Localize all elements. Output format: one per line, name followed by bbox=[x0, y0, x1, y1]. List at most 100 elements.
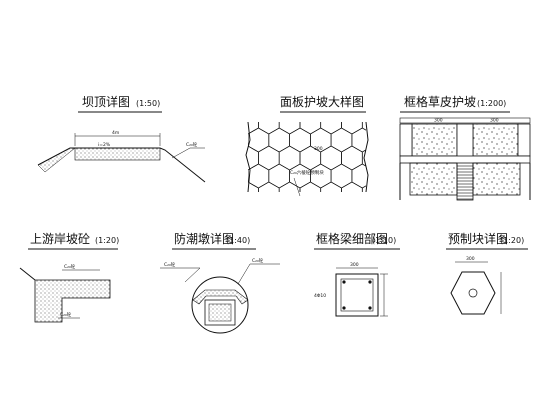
beam-rebar-bl bbox=[342, 306, 346, 310]
grid-grass-panel-upper-right bbox=[472, 123, 519, 157]
dam-crest-width: 4m bbox=[112, 130, 119, 136]
hexagon-cell bbox=[394, 200, 415, 224]
grid-grass-panel-upper-left bbox=[411, 123, 458, 157]
hexagon-cell bbox=[373, 164, 394, 188]
hexagon-cell bbox=[248, 133, 249, 147]
hexagon-cell bbox=[248, 145, 259, 171]
beam-detail-title: 框格梁细部图 bbox=[316, 231, 388, 246]
hexagon-cell bbox=[310, 163, 332, 189]
hexagon-cell bbox=[248, 169, 249, 183]
grid-grass-panel-lower-right bbox=[472, 162, 521, 196]
hexagon-cell bbox=[341, 145, 363, 171]
hexagon-cell bbox=[373, 200, 394, 224]
hexagon-cell bbox=[330, 163, 353, 189]
beam-rebar-tl bbox=[342, 280, 346, 284]
wave-wall-pier-core bbox=[208, 303, 232, 322]
hexagon-cell bbox=[361, 185, 366, 192]
precast-block-title: 预制块详图 bbox=[448, 231, 508, 246]
hexagon-cell bbox=[351, 127, 366, 153]
wave-wall-leader-b bbox=[237, 263, 251, 285]
dam-crest-left-slope bbox=[37, 147, 76, 173]
hexagon-cell bbox=[248, 236, 269, 260]
beam-size: 300 bbox=[350, 262, 359, 268]
hexagon-cell bbox=[258, 218, 279, 242]
hexagon-cell bbox=[217, 110, 238, 134]
grid-grass-panel-lower-left bbox=[409, 162, 458, 196]
hexagon-cell bbox=[279, 218, 300, 242]
hexagon-cell bbox=[268, 163, 290, 189]
grid-grass-title: 框格草皮护坡 bbox=[404, 94, 476, 109]
precast-hexagon bbox=[450, 271, 496, 315]
hexagon-cell bbox=[289, 127, 311, 153]
hexagon-cell bbox=[248, 181, 259, 192]
panel-slope-leader bbox=[293, 177, 301, 197]
upstream-toe-detail: 上游岸坡砼 (1:20) C₂₀砼 C₂₀砼 bbox=[19, 232, 119, 323]
precast-block-size: 300 bbox=[466, 256, 475, 262]
upstream-toe-spec-a: C₂₀砼 bbox=[64, 263, 76, 270]
wave-wall-detail-circle bbox=[191, 276, 249, 334]
hexagon-cell bbox=[320, 181, 342, 192]
hexagon-cell bbox=[310, 200, 331, 224]
hexagon-cell bbox=[383, 182, 404, 206]
grid-grass-mid-beam bbox=[399, 155, 531, 164]
grid-grass-dim-a: 300 bbox=[434, 118, 443, 124]
hexagon-cell bbox=[269, 200, 290, 224]
dam-crest-side-spec: C₂₀砼 bbox=[186, 141, 198, 148]
panel-slope-spec: C₂₀六棱砼预制块 bbox=[290, 169, 324, 176]
hexagon-cell bbox=[352, 200, 373, 224]
hexagon-cell bbox=[299, 181, 322, 192]
wave-wall-detail: 防潮墩详图 (1:40) C₂₀砼 C₂₀砼 bbox=[160, 231, 280, 334]
hexagon-cell bbox=[217, 182, 238, 206]
wave-wall-title: 防潮墩详图 bbox=[174, 231, 234, 246]
hexagon-cell bbox=[289, 163, 311, 189]
dam-crest-scale: (1:50) bbox=[136, 99, 160, 108]
upstream-toe-title: 上游岸坡砼 bbox=[30, 232, 90, 246]
dam-crest-slope: i=2% bbox=[98, 142, 111, 148]
upstream-toe-body bbox=[34, 279, 111, 323]
hexagon-cell bbox=[217, 146, 238, 170]
dam-crest-concrete bbox=[74, 147, 161, 161]
hexagon-cell bbox=[341, 122, 363, 135]
panel-slope-detail: 面板护坡大样图 300 C₂₀六棱砼预制块 bbox=[217, 92, 415, 260]
beam-rebar-label: 4Φ10 bbox=[314, 293, 326, 299]
hexagon-cell bbox=[351, 163, 366, 189]
hexagon-cell bbox=[361, 122, 366, 131]
hexagon-cell bbox=[290, 236, 311, 260]
hexagon-cell bbox=[278, 181, 301, 192]
hexagon-cell bbox=[320, 122, 342, 135]
hexagon-cell bbox=[248, 200, 269, 224]
hexagon-cell bbox=[290, 200, 311, 224]
dam-crest-detail: 坝顶详图 (1:50) 4m i=2% C₂₀砼 bbox=[37, 94, 206, 183]
grid-grass-steps bbox=[457, 165, 473, 200]
dam-crest-title: 坝顶详图 bbox=[82, 94, 130, 109]
beam-section-stirrup bbox=[340, 278, 374, 312]
hexagon-cell bbox=[268, 127, 290, 153]
hexagon-grid bbox=[217, 92, 415, 260]
grid-grass-top-band bbox=[399, 117, 531, 124]
wave-wall-spec-b: C₂₀砼 bbox=[252, 257, 264, 264]
hexagon-cell bbox=[373, 128, 394, 152]
hexagon-cell bbox=[373, 92, 394, 116]
hexagon-cell bbox=[278, 122, 301, 135]
wave-wall-leader-a bbox=[184, 267, 201, 283]
wave-wall-spec-a: C₂₀砼 bbox=[164, 261, 176, 268]
upstream-toe-spec-b: C₂₀砼 bbox=[60, 311, 72, 318]
beam-rebar-tr bbox=[368, 280, 372, 284]
precast-center-hole bbox=[468, 288, 478, 298]
hexagon-cell bbox=[227, 92, 248, 116]
hexagon-cell bbox=[248, 127, 270, 153]
panel-slope-break-right bbox=[363, 121, 369, 193]
upstream-toe-slope bbox=[19, 267, 36, 281]
hexagon-cell bbox=[258, 145, 280, 171]
wave-wall-top-slab bbox=[192, 289, 249, 305]
grid-grass-dim-b: 300 bbox=[490, 118, 499, 124]
hexagon-cell bbox=[248, 163, 270, 189]
dam-crest-leader bbox=[171, 147, 191, 159]
beam-detail: 框格梁细部图 (1:10) 300 4Φ10 bbox=[314, 231, 400, 317]
hexagon-cell bbox=[258, 122, 280, 135]
precast-block-scale: (1:20) bbox=[500, 236, 524, 245]
panel-slope-title: 面板护坡大样图 bbox=[280, 94, 364, 109]
grid-grass-slope: 框格草皮护坡 (1:200) 300 300 bbox=[399, 94, 531, 201]
